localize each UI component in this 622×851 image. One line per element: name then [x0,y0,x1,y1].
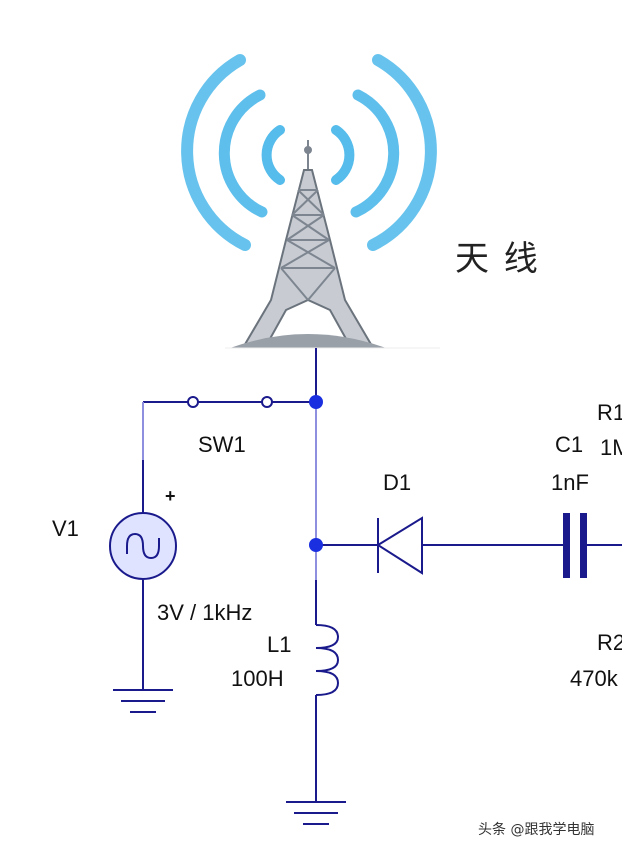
c1-value: 1nF [551,470,589,495]
switch-sw1 [187,396,273,408]
sine-wave-icon [126,532,160,560]
sw1-label: SW1 [198,432,246,457]
capacitor-c1 [563,513,587,578]
v1-label: V1 [52,516,79,541]
radio-wave-icon [181,54,437,251]
d1-label: D1 [383,470,411,495]
r1-value: 1M [600,435,622,460]
antenna-tower-illustration [181,54,440,349]
ac-source-v1 [109,512,177,580]
wires [142,348,622,802]
c1-label: C1 [555,432,583,457]
junction-node [309,395,323,409]
r1-label: R1 [597,400,622,425]
watermark: 头条 @跟我学电脑 [478,821,594,838]
r2-label: R2 [597,630,622,655]
antenna-label: 天 线 [455,239,540,279]
l1-value: 100H [231,666,284,691]
polarity-plus: + [165,486,176,506]
ground-icon [113,689,173,713]
inductor-l1 [315,624,340,696]
diode-d1 [376,516,423,575]
l1-label: L1 [267,632,291,657]
r2-value: 470k [570,666,619,691]
v1-value: 3V / 1kHz [157,600,252,625]
junction-node [309,538,323,552]
transmission-tower-icon [230,140,386,348]
ground-icon [286,801,346,825]
